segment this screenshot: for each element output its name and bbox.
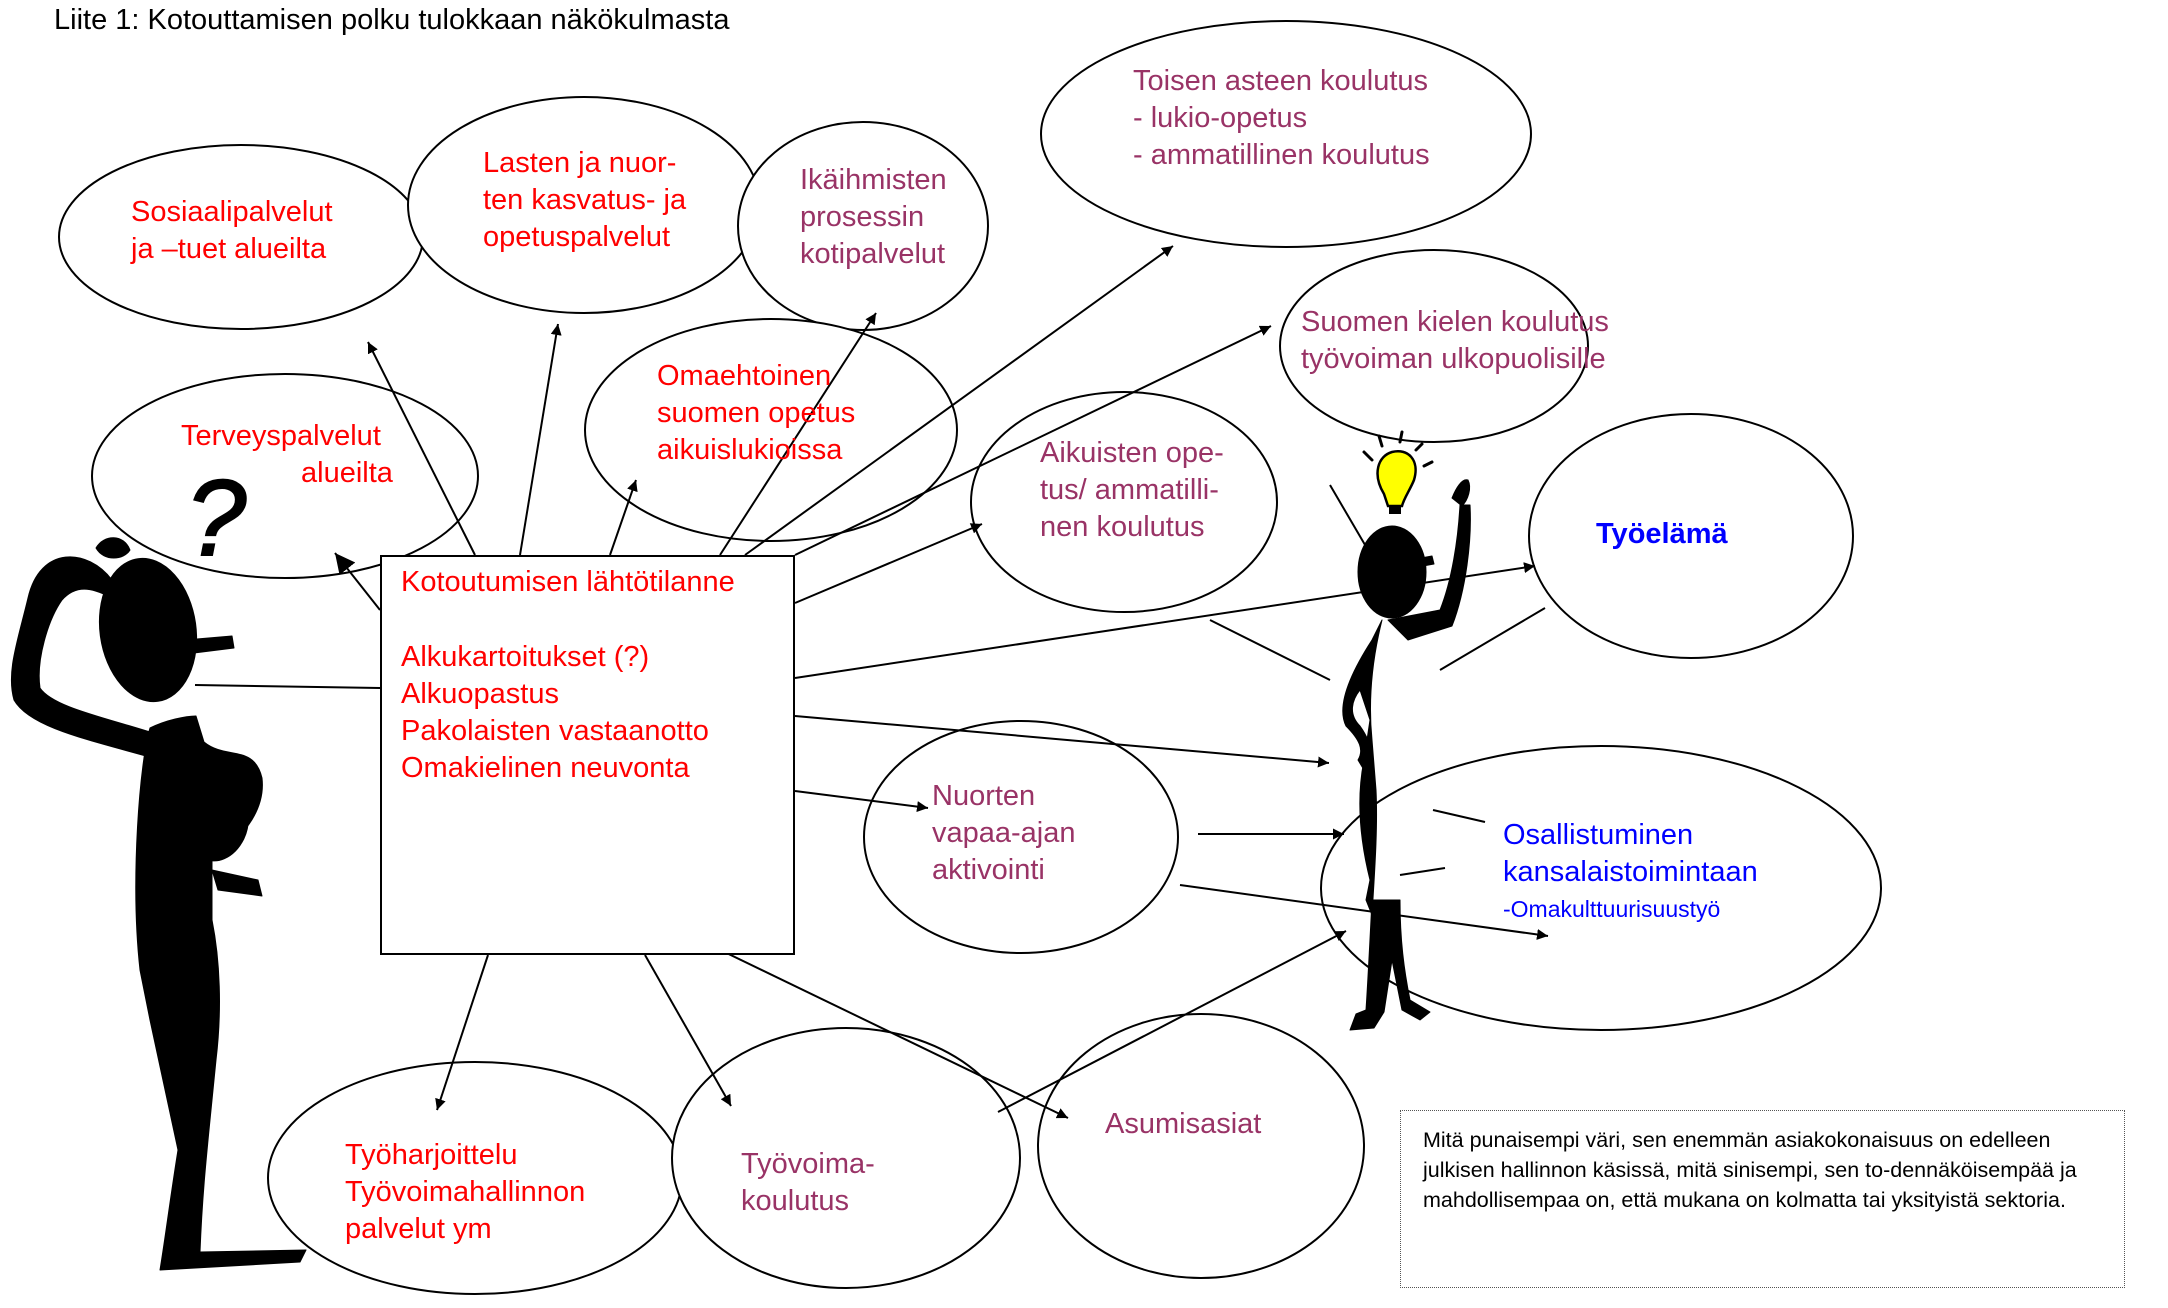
question-mark-icon: ? bbox=[186, 457, 246, 578]
ellipse-omaehtoinen bbox=[584, 318, 958, 542]
node-label-line: -Omakulttuurisuustyö bbox=[1503, 896, 1721, 922]
ellipse-terveys bbox=[91, 373, 479, 579]
node-ikaihmiset: Ikäihmisten prosessin kotipalvelut bbox=[800, 162, 947, 273]
node-label-line: prosessin bbox=[800, 201, 925, 233]
ellipse-aikuisten bbox=[970, 391, 1278, 613]
node-tyoharjoittelu: Työharjoittelu Työvoimahallinnon palvelu… bbox=[345, 1137, 585, 1248]
node-asumisasiat: Asumisasiat bbox=[1105, 1108, 1262, 1140]
node-label-line: Terveyspalvelut bbox=[181, 420, 381, 452]
node-label-line: Työvoima- bbox=[741, 1148, 875, 1180]
page-title: Liite 1: Kotouttamisen polku tulokkaan n… bbox=[54, 4, 730, 36]
node-label-line: koulutus bbox=[741, 1185, 850, 1217]
ellipse-asumis bbox=[1037, 1013, 1365, 1279]
ellipse-toisen bbox=[1040, 20, 1532, 248]
ellipse-tyoelama bbox=[1528, 413, 1854, 659]
node-label-line: aikuislukioissa bbox=[657, 434, 843, 466]
ellipse-suomen-kieli bbox=[1279, 249, 1589, 443]
confused-figure-icon bbox=[10, 537, 307, 1271]
node-label-line: - lukio-opetus bbox=[1133, 102, 1308, 134]
ellipse-tyovoima bbox=[671, 1027, 1021, 1289]
node-label-line: Aikuisten ope- bbox=[1040, 437, 1224, 469]
node-lasten-kasvatus: Lasten ja nuor- ten kasvatus- ja opetusp… bbox=[483, 145, 686, 256]
idea-figure-icon bbox=[1342, 479, 1471, 1031]
node-label-line: ja –tuet alueilta bbox=[131, 233, 327, 265]
node-label-line: Osallistuminen bbox=[1503, 819, 1694, 851]
node-nuorten-vapaa-ajan: Nuorten vapaa-ajan aktivointi bbox=[932, 778, 1076, 889]
node-label-line: ten kasvatus- ja bbox=[483, 184, 687, 216]
start-situation-item: Alkuopastus bbox=[401, 678, 559, 710]
node-label-line: tus/ ammatilli- bbox=[1040, 474, 1219, 506]
node-omaehtoinen: Omaehtoinen suomen opetus aikuislukioiss… bbox=[657, 358, 855, 469]
node-tyoelama: Työelämä bbox=[1596, 518, 1728, 550]
start-situation-box bbox=[380, 555, 795, 955]
node-label-line: palvelut ym bbox=[345, 1213, 492, 1245]
node-label-line: Työharjoittelu bbox=[345, 1139, 518, 1171]
node-label-line: Omaehtoinen bbox=[657, 360, 832, 392]
node-label-line: Sosiaalipalvelut bbox=[131, 196, 333, 228]
start-situation-item: Alkukartoitukset (?) bbox=[401, 641, 650, 673]
node-terveyspalvelut: Terveyspalvelut alueilta bbox=[181, 418, 393, 492]
node-label-line: suomen opetus bbox=[657, 397, 856, 429]
ellipse-ikaihmiset bbox=[737, 121, 989, 331]
node-osallistuminen: Osallistuminen kansalaistoimintaan -Omak… bbox=[1503, 817, 1758, 928]
node-suomen-kielen: Suomen kielen koulutus työvoiman ulkopuo… bbox=[1301, 304, 1609, 378]
start-situation-item: Omakielinen neuvonta bbox=[401, 752, 690, 784]
node-label-line: Toisen asteen koulutus bbox=[1133, 65, 1429, 97]
start-situation-heading: Kotoutumisen lähtötilanne bbox=[401, 566, 735, 598]
legend-note: Mitä punaisempi väri, sen enemmän asiako… bbox=[1400, 1110, 2125, 1288]
lightbulb-icon bbox=[1362, 430, 1434, 514]
node-aikuisten-opetus: Aikuisten ope- tus/ ammatilli- nen koulu… bbox=[1040, 435, 1224, 546]
node-label-line: alueilta bbox=[301, 457, 393, 489]
node-label-line: kotipalvelut bbox=[800, 238, 946, 270]
node-label-line: Nuorten bbox=[932, 780, 1036, 812]
node-label-line: kansalaistoimintaan bbox=[1503, 856, 1758, 888]
node-label-line: työvoiman ulkopuolisille bbox=[1301, 343, 1606, 375]
node-label-line: Suomen kielen koulutus bbox=[1301, 306, 1609, 338]
node-label-line: opetuspalvelut bbox=[483, 221, 671, 253]
node-label-line: Lasten ja nuor- bbox=[483, 147, 677, 179]
node-label-line: vapaa-ajan bbox=[932, 817, 1076, 849]
start-situation-list: Alkukartoitukset (?) Alkuopastus Pakolai… bbox=[401, 639, 709, 787]
node-label-line: Ikäihmisten bbox=[800, 164, 947, 196]
node-label-line: Työvoimahallinnon bbox=[345, 1176, 586, 1208]
node-label-line: - ammatillinen koulutus bbox=[1133, 139, 1430, 171]
node-toisen-asteen: Toisen asteen koulutus - lukio-opetus - … bbox=[1133, 63, 1430, 174]
start-situation-item: Pakolaisten vastaanotto bbox=[401, 715, 709, 747]
node-tyovoimakoulutus: Työvoima- koulutus bbox=[741, 1146, 875, 1220]
ellipse-nuorten bbox=[863, 720, 1179, 954]
node-sosiaalipalvelut: Sosiaalipalvelut ja –tuet alueilta bbox=[131, 194, 333, 268]
node-label-line: nen koulutus bbox=[1040, 511, 1205, 543]
node-label-line: aktivointi bbox=[932, 854, 1045, 886]
